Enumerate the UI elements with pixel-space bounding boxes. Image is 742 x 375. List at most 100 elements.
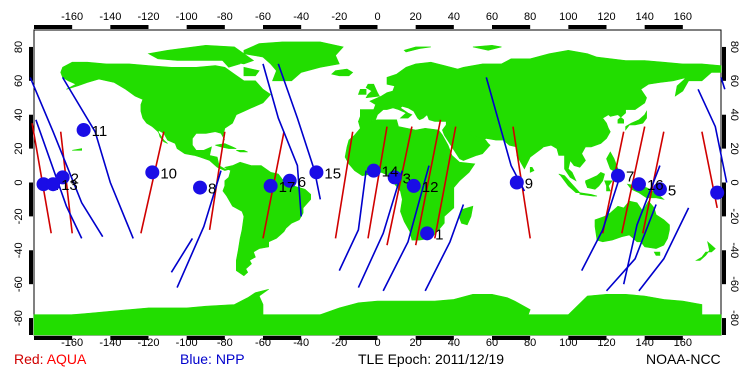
land-polygon xyxy=(472,44,502,51)
satellite-label: 12 xyxy=(422,179,439,196)
npp-track xyxy=(638,207,690,292)
lat-tick-left: 40 xyxy=(13,109,25,121)
npp-track xyxy=(580,170,623,271)
land-polygon xyxy=(594,200,670,249)
npp-track xyxy=(277,63,322,200)
npp-track xyxy=(338,170,367,271)
npp-track xyxy=(382,165,430,292)
land-polygon xyxy=(357,49,722,182)
lat-tick-right: -20 xyxy=(728,208,740,224)
npp-track xyxy=(605,204,657,292)
lon-tick-top: -20 xyxy=(331,11,347,23)
lat-tick-right: 80 xyxy=(728,41,740,53)
land-polygon xyxy=(72,148,82,151)
lat-tick-right: 0 xyxy=(728,179,740,185)
frame-segment xyxy=(568,336,607,340)
land-polygon xyxy=(695,240,716,261)
lon-tick-top: 120 xyxy=(597,11,615,23)
lon-tick-bottom: -80 xyxy=(217,337,233,349)
frame-segment xyxy=(415,25,454,29)
satellite-marker xyxy=(610,168,625,183)
lon-tick-top: -120 xyxy=(137,11,159,23)
land-layer xyxy=(33,41,722,336)
npp-track xyxy=(35,119,83,239)
satellite-marker xyxy=(631,177,646,192)
lat-tick-right: 20 xyxy=(728,142,740,154)
frame-segment xyxy=(339,336,378,340)
frame-segment xyxy=(29,46,33,81)
satellite-label: 14 xyxy=(382,164,399,181)
lon-tick-bottom: -60 xyxy=(255,337,271,349)
satellite-label: 15 xyxy=(324,165,341,182)
npp-track xyxy=(176,170,222,288)
npp-track xyxy=(357,170,404,288)
land-polygon xyxy=(72,289,269,316)
land-polygon xyxy=(243,66,260,77)
lon-tick-bottom: -40 xyxy=(293,337,309,349)
aqua-track xyxy=(601,131,625,234)
npp-track xyxy=(262,63,302,217)
land-polygon xyxy=(215,143,237,149)
legend-aqua: Red: AQUA xyxy=(14,350,86,368)
npp-track xyxy=(622,165,661,285)
satellite-marker xyxy=(420,226,435,241)
land-polygon xyxy=(33,314,722,336)
lon-tick-top: 80 xyxy=(524,11,536,23)
lon-tick-top: 140 xyxy=(635,11,653,23)
frame-segment xyxy=(339,25,378,29)
land-polygon xyxy=(653,251,661,256)
land-polygon xyxy=(60,61,272,171)
legend-npp-name: NPP xyxy=(215,351,245,367)
frame-segment xyxy=(722,318,726,335)
frame-segment xyxy=(722,182,726,217)
land-polygon xyxy=(236,150,248,153)
tle-epoch-label: TLE Epoch: 2011/12/19 xyxy=(358,351,505,367)
lon-tick-top: -60 xyxy=(255,11,271,23)
land-polygon xyxy=(220,58,241,68)
land-polygon xyxy=(529,167,535,173)
lon-tick-top: -100 xyxy=(176,11,198,23)
lon-tick-top: -140 xyxy=(99,11,121,23)
lat-tick-right: 40 xyxy=(728,109,740,121)
frame-segment xyxy=(34,336,73,340)
lat-tick-left: 80 xyxy=(13,41,25,53)
aqua-track xyxy=(414,119,442,246)
satellite-marker xyxy=(366,163,381,178)
frame-segment xyxy=(34,25,73,29)
land-polygon xyxy=(365,83,380,99)
lon-tick-top: -80 xyxy=(217,11,233,23)
npp-track xyxy=(720,77,726,90)
satellite-marker xyxy=(263,178,278,193)
lon-tick-top: 0 xyxy=(374,11,380,23)
lat-tick-right: -80 xyxy=(728,310,740,326)
land-polygon xyxy=(625,110,647,131)
frame-segment xyxy=(263,25,302,29)
land-polygon xyxy=(331,68,354,77)
legend-aqua-name: AQUA xyxy=(46,351,87,367)
frame-segment xyxy=(492,25,531,29)
npp-track xyxy=(424,204,465,292)
axis-ticks: -160-160-140-140-120-120-100-100-80-80-6… xyxy=(13,11,740,349)
satellite-label: 5 xyxy=(668,182,676,199)
lat-tick-right: -40 xyxy=(728,242,740,258)
lat-tick-left: -40 xyxy=(13,242,25,258)
frame-segment xyxy=(415,336,454,340)
legend-npp: Blue: NPP xyxy=(180,350,245,368)
lat-tick-left: -80 xyxy=(13,310,25,326)
land-polygon xyxy=(558,173,581,193)
npp-track xyxy=(61,76,134,239)
land-polygon xyxy=(403,46,431,53)
npp-track xyxy=(29,77,104,238)
frame-segment xyxy=(492,336,531,340)
lon-tick-bottom: -120 xyxy=(137,337,159,349)
satellite-marker xyxy=(652,182,667,197)
satellite-label: 2 xyxy=(71,170,79,187)
lon-tick-bottom: 160 xyxy=(674,337,692,349)
frame-segment xyxy=(29,250,33,285)
land-polygon xyxy=(585,171,605,190)
lon-tick-bottom: -20 xyxy=(331,337,347,349)
lon-tick-bottom: 20 xyxy=(410,337,422,349)
frame-segment xyxy=(722,114,726,149)
aqua-track xyxy=(386,126,413,246)
aqua-track xyxy=(434,126,457,239)
